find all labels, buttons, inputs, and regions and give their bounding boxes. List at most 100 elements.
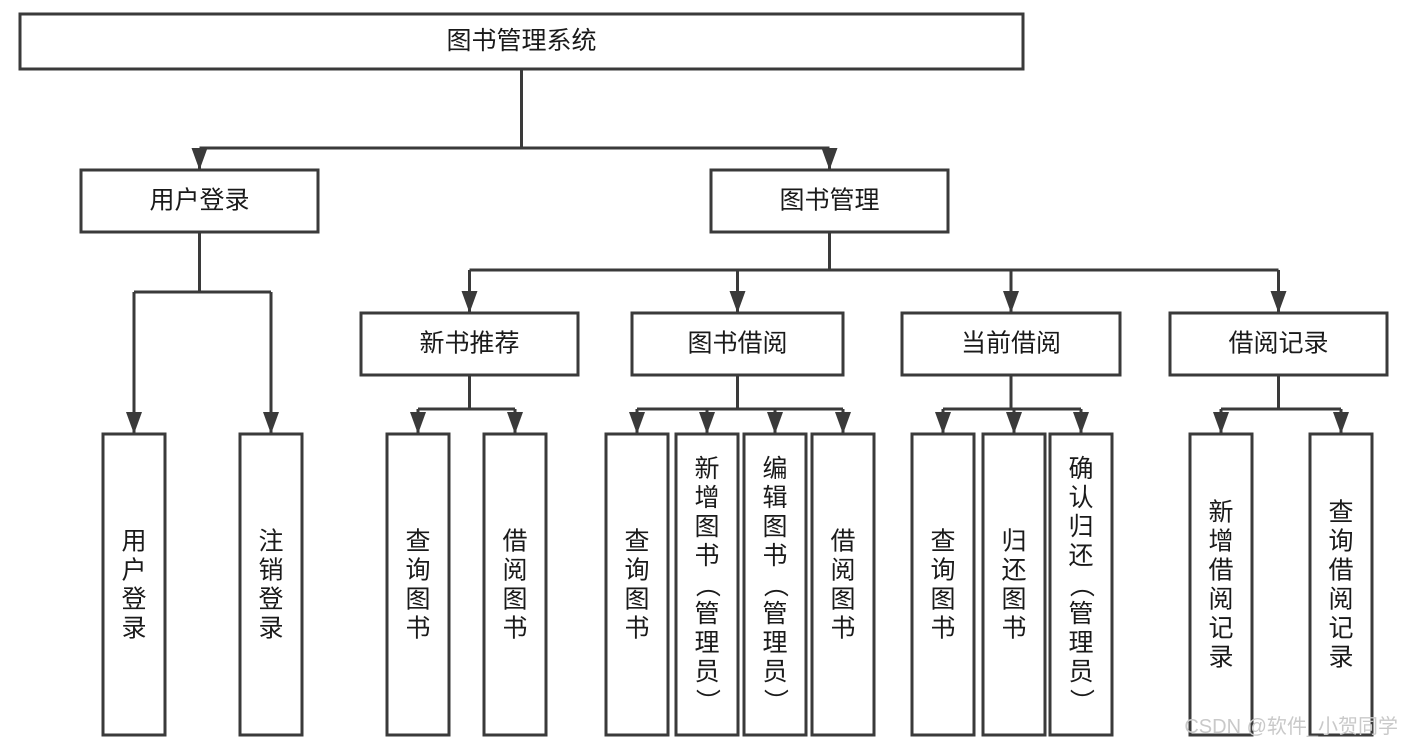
svg-text:归: 归 bbox=[1068, 513, 1093, 541]
node-level2-0-label: 用户登录 bbox=[149, 187, 249, 215]
node-level2-1-box[interactable] bbox=[709, 168, 950, 234]
svg-text:户: 户 bbox=[121, 557, 146, 585]
svg-text:注: 注 bbox=[258, 528, 283, 556]
svg-text:登: 登 bbox=[121, 586, 146, 614]
node-root-system[interactable]: 图书管理系统 bbox=[18, 12, 1025, 71]
node-leaf-7-box[interactable] bbox=[810, 432, 876, 737]
node-level3-3[interactable]: 借阅记录 bbox=[1168, 311, 1389, 377]
node-leaf-6-box[interactable] bbox=[742, 432, 808, 737]
svg-text:书: 书 bbox=[1001, 615, 1026, 643]
node-leaf-11-box[interactable] bbox=[1188, 432, 1254, 737]
node-leaf-12-box[interactable] bbox=[1308, 432, 1374, 737]
svg-text:确: 确 bbox=[1068, 455, 1093, 483]
arrow-head-l3-2-0 bbox=[935, 412, 951, 434]
svg-text:图: 图 bbox=[502, 586, 527, 614]
svg-text:阅: 阅 bbox=[830, 557, 855, 585]
svg-text:书: 书 bbox=[624, 615, 649, 643]
arrow-head-root-1 bbox=[821, 148, 838, 170]
node-level3-3-box[interactable] bbox=[1168, 311, 1389, 377]
node-level3-0-box[interactable] bbox=[359, 311, 580, 377]
svg-text:增: 增 bbox=[1208, 528, 1233, 556]
node-leaf-2-box[interactable] bbox=[385, 432, 451, 737]
node-level2-1[interactable]: 图书管理 bbox=[709, 168, 950, 234]
svg-text:书: 书 bbox=[830, 615, 855, 643]
svg-text:借: 借 bbox=[502, 528, 527, 556]
svg-text:管: 管 bbox=[762, 600, 787, 628]
svg-text:阅: 阅 bbox=[1328, 586, 1353, 614]
svg-text:登: 登 bbox=[258, 586, 283, 614]
node-level2-0[interactable]: 用户登录 bbox=[79, 168, 320, 234]
node-level2-0-box[interactable] bbox=[79, 168, 320, 234]
node-leaf-9-box[interactable] bbox=[981, 432, 1047, 737]
arrow-head-root-0 bbox=[191, 148, 208, 170]
node-level3-2[interactable]: 当前借阅 bbox=[900, 311, 1122, 377]
node-level3-0[interactable]: 新书推荐 bbox=[359, 311, 580, 377]
svg-text:编: 编 bbox=[762, 455, 787, 483]
node-leaf-0[interactable]: 用户登录 bbox=[101, 432, 167, 737]
svg-text:阅: 阅 bbox=[502, 557, 527, 585]
svg-text:书: 书 bbox=[930, 615, 955, 643]
arrow-head-login-1 bbox=[263, 412, 279, 434]
svg-text:记: 记 bbox=[1208, 615, 1233, 643]
node-level3-1-box[interactable] bbox=[630, 311, 845, 377]
svg-text:询: 询 bbox=[1328, 528, 1353, 556]
svg-text:还: 还 bbox=[1068, 542, 1093, 570]
svg-text:）: ） bbox=[693, 688, 721, 713]
svg-text:查: 查 bbox=[624, 528, 649, 556]
node-leaf-3-box[interactable] bbox=[482, 432, 548, 737]
svg-text:新: 新 bbox=[694, 455, 719, 483]
svg-text:书: 书 bbox=[502, 615, 527, 643]
svg-text:还: 还 bbox=[1001, 557, 1026, 585]
arrow-head-l3-3-0 bbox=[1213, 412, 1229, 434]
node-level3-1[interactable]: 图书借阅 bbox=[630, 311, 845, 377]
svg-text:图: 图 bbox=[405, 586, 430, 614]
node-leaf-0-box[interactable] bbox=[101, 432, 167, 737]
node-level3-2-box[interactable] bbox=[900, 311, 1122, 377]
svg-text:（: （ bbox=[693, 572, 721, 597]
svg-text:归: 归 bbox=[1001, 528, 1026, 556]
svg-text:用: 用 bbox=[121, 528, 146, 556]
node-leaf-5-box[interactable] bbox=[674, 432, 740, 737]
svg-text:增: 增 bbox=[694, 484, 719, 512]
arrow-head-l3-3-1 bbox=[1333, 412, 1349, 434]
node-leaf-8-box[interactable] bbox=[910, 432, 976, 737]
arrow-head-books-0 bbox=[461, 291, 478, 313]
svg-text:图: 图 bbox=[762, 513, 787, 541]
node-level3-3-label: 借阅记录 bbox=[1228, 330, 1328, 358]
svg-text:借: 借 bbox=[1328, 557, 1353, 585]
svg-text:员: 员 bbox=[762, 658, 787, 686]
node-level2-1-label: 图书管理 bbox=[779, 187, 879, 215]
arrow-head-l3-2-2 bbox=[1073, 412, 1089, 434]
node-level3-1-label: 图书借阅 bbox=[687, 330, 787, 358]
node-leaf-1-box[interactable] bbox=[238, 432, 304, 737]
node-root-system-box[interactable] bbox=[18, 12, 1025, 71]
svg-text:图: 图 bbox=[1001, 586, 1026, 614]
node-leaf-10-box[interactable] bbox=[1048, 432, 1114, 737]
svg-text:借: 借 bbox=[1208, 557, 1233, 585]
node-leaf-4-box[interactable] bbox=[604, 432, 670, 737]
arrow-head-books-1 bbox=[729, 291, 746, 313]
svg-text:辑: 辑 bbox=[762, 484, 787, 512]
node-level3-0-label: 新书推荐 bbox=[419, 330, 519, 358]
